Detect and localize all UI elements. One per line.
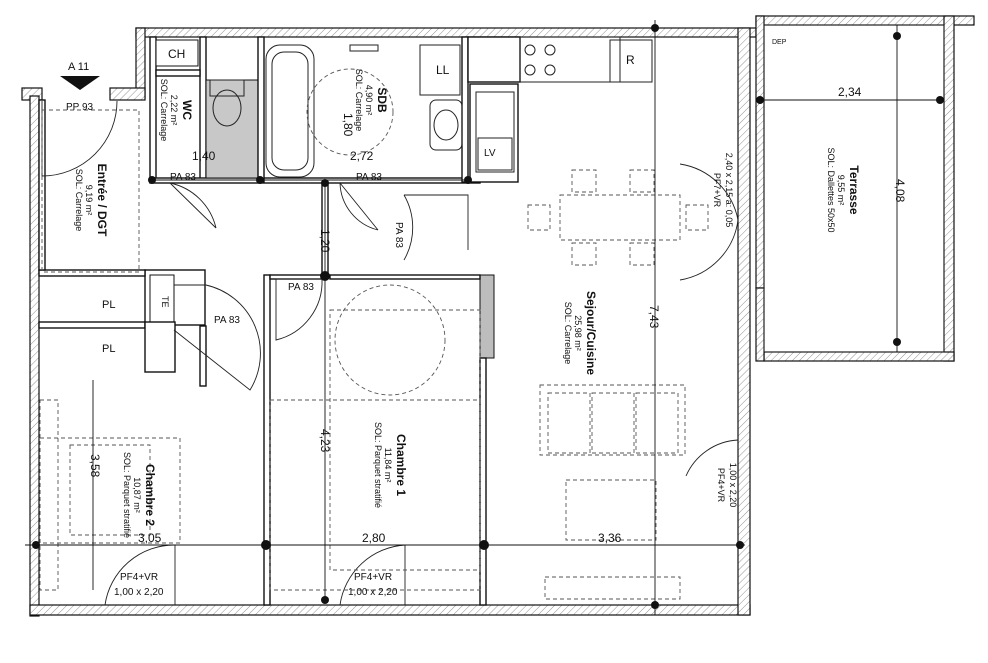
pl-label-2: PL: [102, 343, 115, 355]
pl-label-1: PL: [102, 299, 115, 311]
door-label-ch1: PA 83: [288, 282, 314, 293]
room-labels: Entrée / DGT 9,19 m² SOL: Carrelage WC 2…: [74, 69, 861, 538]
interior-walls: [38, 36, 521, 606]
dimension-lines: [25, 20, 944, 615]
dim-140: 1,40: [192, 149, 216, 163]
marker-label: A 11: [68, 61, 89, 73]
dimension-dots: [32, 24, 944, 609]
sejour-area: 25,98 m²: [573, 315, 583, 351]
door-pf-terrasse: PF7+VR: [712, 173, 722, 208]
door-pf-ch1-size: 1,00 x 2,20: [348, 587, 398, 598]
entree-name: Entrée / DGT: [95, 164, 109, 237]
dim-423: 4,23: [318, 429, 332, 453]
ch-label: CH: [168, 47, 185, 61]
dep-label: DEP: [772, 39, 787, 46]
dim-272: 2,72: [350, 149, 374, 163]
dim-743: 7,43: [647, 305, 661, 329]
pp-label: PP 93: [66, 102, 93, 113]
door-labels: PA 83 PA 83 PA 83 PA 83 PA 83 2,40 x 2,1…: [114, 153, 738, 598]
dimension-labels: 1,40 2,72 1,80 1,20 7,43 2,34 4,08 4,23 …: [88, 85, 907, 545]
chambre2-name: Chambre 2: [143, 464, 157, 526]
wc-area: 2,22 m²: [169, 95, 179, 126]
ll-label: LL: [436, 63, 450, 77]
te-label: TE: [160, 296, 170, 308]
fixture-labels: CH LL R LV TE PL PL DEP: [102, 39, 787, 355]
door-label-hall: PA 83: [393, 222, 404, 248]
door-pf-ch2-size: 1,00 x 2,20: [114, 587, 164, 598]
wc-floor: SOL: Carrelage: [159, 79, 169, 142]
door-label-wc: PA 83: [170, 172, 196, 183]
chambre2-floor: SOL: Parquet stratifié: [122, 452, 132, 538]
wc-name: WC: [180, 100, 194, 120]
entree-area: 9,19 m²: [84, 185, 94, 216]
door-pf-sejour: PF4+VR: [716, 468, 726, 503]
terrasse-floor: SOL: Dallettes 50x50: [826, 147, 836, 232]
dim-180: 1,80: [341, 113, 355, 137]
furniture: [39, 24, 945, 600]
section-marker: A 11 PP 93: [60, 61, 100, 113]
lv-label: LV: [484, 148, 496, 159]
sdb-floor: SOL: Carrelage: [354, 69, 364, 132]
sejour-name: Sejour/Cuisine: [584, 291, 598, 375]
chambre1-name: Chambre 1: [394, 434, 408, 496]
entree-floor: SOL: Carrelage: [74, 169, 84, 232]
door-label-sdb: PA 83: [356, 172, 382, 183]
sdb-name: SDB: [375, 87, 389, 113]
dim-234: 2,34: [838, 85, 862, 99]
door-pf-sejour-size: 1,00 x 2,20: [728, 463, 738, 508]
chambre1-floor: SOL: Parquet stratifié: [373, 422, 383, 508]
r-label: R: [626, 53, 635, 67]
door-label-ch2: PA 83: [214, 315, 240, 326]
dim-120: 1,20: [318, 229, 332, 253]
door-pf-ch1: PF4+VR: [354, 572, 392, 583]
door-pf-ch2: PF4+VR: [120, 572, 158, 583]
chambre1-area: 11,84 m²: [383, 448, 393, 483]
exterior-walls: [21, 15, 975, 617]
terrasse-area: 9,55 m²: [836, 175, 846, 206]
dim-408: 4,08: [893, 179, 907, 203]
dim-305: 3,05: [138, 531, 162, 545]
chambre2-area: 10,87 m²: [132, 477, 142, 513]
dim-280: 2,80: [362, 531, 386, 545]
sejour-floor: SOL: Carrelage: [563, 302, 573, 365]
door-pf-terrasse-size: 2,40 x 2,15 a: 0,05: [724, 153, 734, 228]
sdb-area: 4,90 m²: [364, 85, 374, 116]
dim-358: 3,58: [88, 454, 102, 478]
dim-336: 3,36: [598, 531, 622, 545]
terrasse-name: Terrasse: [847, 165, 861, 214]
